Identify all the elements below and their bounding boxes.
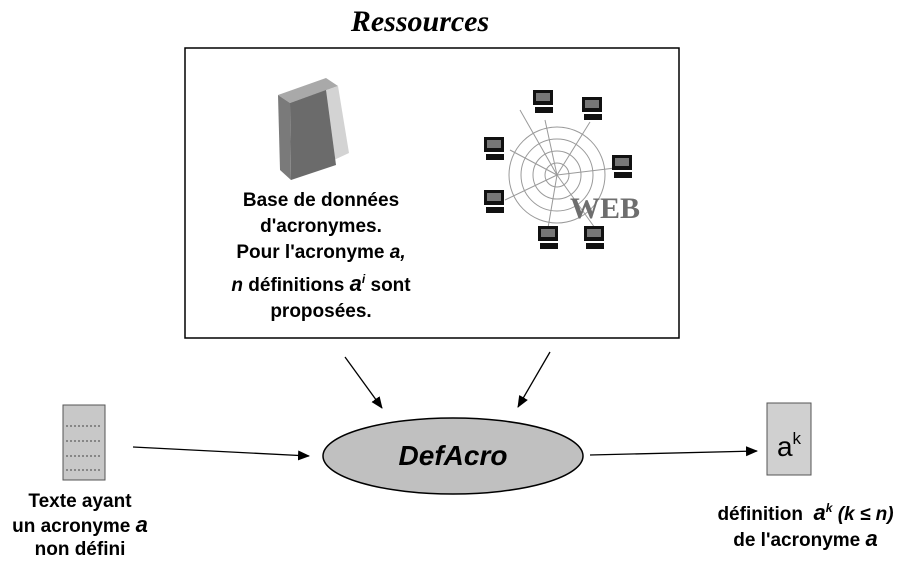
web-icon <box>484 90 632 249</box>
definition-variable: a <box>349 271 362 296</box>
output-caption-line-1-text: définition <box>717 504 803 525</box>
output-definition-box <box>766 402 812 476</box>
output-caption-line-1: définition ak (k ≤ n) <box>700 496 911 527</box>
output-box-sup: k <box>792 429 802 448</box>
output-caption: définition ak (k ≤ n) de l'acronyme a <box>700 496 911 553</box>
web-label: WEB <box>570 192 641 225</box>
output-acronym-variable: a <box>865 526 878 551</box>
n-variable: n <box>231 275 243 296</box>
computer-icons <box>484 90 632 249</box>
output-variable: a <box>813 500 826 525</box>
database-line-4-end: sont <box>370 275 411 296</box>
resources-title: Ressources <box>350 5 490 38</box>
input-caption-line-2-text: un acronyme <box>12 516 131 537</box>
input-caption: Texte ayant un acronyme a non défini <box>0 490 160 561</box>
defacro-ellipse <box>322 417 584 495</box>
definition-superscript: i <box>361 272 366 286</box>
acronym-variable: a, <box>389 242 406 263</box>
arrow-defacro-to-output <box>589 446 758 457</box>
output-caption-line-2: de l'acronyme a <box>700 527 911 553</box>
database-description: Base de données d'acronymes. Pour l'acro… <box>196 188 446 325</box>
input-caption-line-3: non défini <box>34 539 126 560</box>
input-caption-line-2: un acronyme a <box>0 513 160 538</box>
arrow-web-to-defacro <box>517 351 551 408</box>
input-acronym-variable: a <box>135 512 148 537</box>
input-caption-line-1: Texte ayant <box>28 491 132 512</box>
output-condition: (k ≤ n) <box>837 504 894 525</box>
database-line-3: Pour l'acronyme a, <box>196 240 446 266</box>
database-line-4: n définitions ai sont <box>196 266 446 299</box>
output-box-base: a <box>776 431 793 462</box>
defacro-label: DefAcro <box>398 440 508 471</box>
output-box-label: ak <box>767 421 811 465</box>
resources-frame <box>184 47 680 339</box>
database-line-5: proposées. <box>270 301 372 322</box>
database-line-4-text: définitions <box>248 275 345 296</box>
database-icon <box>278 78 349 180</box>
arrow-input-to-defacro <box>132 446 310 461</box>
output-caption-line-2-text: de l'acronyme <box>733 530 861 551</box>
output-superscript: k <box>825 501 833 515</box>
arrow-database-to-defacro <box>344 356 383 409</box>
database-line-3-text: Pour l'acronyme <box>236 242 385 263</box>
database-line-1: Base de données <box>242 190 400 211</box>
input-document-icon <box>62 404 106 481</box>
database-line-2: d'acronymes. <box>260 216 382 237</box>
